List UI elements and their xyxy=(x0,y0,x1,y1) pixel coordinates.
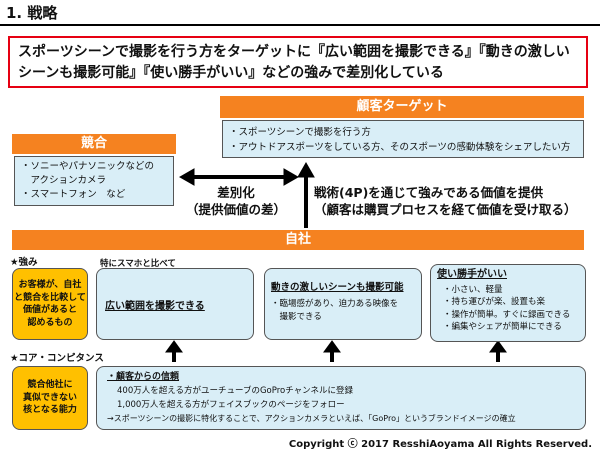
up-arrow-icon xyxy=(323,340,341,362)
core-detail: 400万人を超える方がユーチューブのGoProチャンネルに登録 xyxy=(117,386,353,396)
strength-box-wide-range: 広い範囲を撮影できる xyxy=(96,268,254,340)
tactics-line: （顧客は購買プロセスを経て価値を受け取る） xyxy=(314,202,577,217)
target-item: ・アウトドアスポーツをしている方、そのスポーツの感動体験をシェアしたい方 xyxy=(229,142,571,153)
headline-box: スポーツシーンで撮影を行う方をターゲットに『広い範囲を撮影できる』『動きの激しい… xyxy=(8,36,588,88)
strength-title: 動きの激しいシーンも撮影可能 xyxy=(271,282,404,293)
up-arrow-icon xyxy=(297,161,315,228)
company-header: 自社 xyxy=(12,230,584,250)
core-content-box: ・顧客からの信頼 400万人を超える方がユーチューブのGoProチャンネルに登録… xyxy=(96,366,586,430)
target-item: ・スポーツシーンで撮影を行う方 xyxy=(229,127,371,138)
competition-item: ・ソニーやパナソニックなどの xyxy=(21,161,155,172)
strength-detail: ・持ち運びが楽、設置も楽 xyxy=(443,297,546,307)
strength-detail: ・小さい、軽量 xyxy=(443,284,503,295)
competition-item: アクションカメラ xyxy=(21,175,107,186)
strengths-definition-line: 価値があると xyxy=(22,305,77,315)
strengths-definition-box: お客様が、自社 と競合を比較して 価値があると 認めるもの xyxy=(12,268,88,340)
title-divider xyxy=(0,24,600,26)
strength-detail: ・操作が簡単。すぐに録画できる xyxy=(443,309,571,320)
core-detail: 1,000万人を超える方がフェイスブックのページをフォロー xyxy=(117,400,345,410)
core-definition-box: 競合他社に 真似できない 核となる能力 xyxy=(12,366,88,430)
strengths-label: ★強み xyxy=(10,257,38,268)
core-title: ・顧客からの信頼 xyxy=(107,372,180,382)
core-definition-line: 競合他社に xyxy=(27,380,73,391)
copyright: Copyright ⓒ 2017 ResshiAoyama All Rights… xyxy=(288,439,592,450)
core-label: ★コア・コンピタンス xyxy=(10,353,104,364)
differentiation-label: 差別化 （提供価値の差） xyxy=(186,184,286,218)
strengths-side-note: 特にスマホと比べて xyxy=(100,259,176,269)
strength-title: 使い勝手がいい xyxy=(437,269,507,280)
core-detail: →スポーツシーンの撮影に特化することで、アクションカメラといえば、「GoPro」… xyxy=(107,414,516,423)
differentiation-title: 差別化 xyxy=(217,185,255,200)
differentiation-subtitle: （提供価値の差） xyxy=(186,202,287,217)
target-box: ・スポーツシーンで撮影を行う方 ・アウトドアスポーツをしている方、そのスポーツの… xyxy=(222,120,584,158)
strengths-definition-line: と競合を比較して xyxy=(14,292,86,303)
tactics-label: 戦術(4P)を通じて強みである価値を提供 （顧客は購買プロセスを経て価値を受け取… xyxy=(314,184,594,218)
strength-box-usability: 使い勝手がいい ・小さい、軽量 ・持ち運びが楽、設置も楽 ・操作が簡単。すぐに録… xyxy=(430,264,586,342)
strength-title: 広い範囲を撮影できる xyxy=(105,300,205,312)
core-definition-line: 核となる能力 xyxy=(23,405,77,416)
up-arrow-icon xyxy=(165,340,183,362)
double-arrow-icon xyxy=(178,168,300,186)
strengths-definition-line: 認めるもの xyxy=(27,317,73,328)
strengths-definition-line: お客様が、自社 xyxy=(18,280,82,290)
core-definition-line: 真似できない xyxy=(22,392,77,403)
competition-box: ・ソニーやパナソニックなどの アクションカメラ ・スマートフォン など xyxy=(14,156,174,206)
target-header: 顧客ターゲット xyxy=(220,96,584,118)
tactics-line: 戦術(4P)を通じて強みである価値を提供 xyxy=(314,185,544,200)
up-arrow-icon xyxy=(489,340,507,362)
page-title: 1. 戦略 xyxy=(6,4,58,22)
strength-detail: ・編集やシェアが簡単にできる xyxy=(443,322,562,332)
strength-detail: 撮影できる xyxy=(271,312,322,322)
strength-box-action: 動きの激しいシーンも撮影可能 ・臨場感があり、迫力ある映像を 撮影できる xyxy=(264,268,422,340)
strength-detail: ・臨場感があり、迫力ある映像を xyxy=(271,299,399,309)
competition-header: 競合 xyxy=(12,134,176,154)
competition-item: ・スマートフォン など xyxy=(21,189,126,200)
